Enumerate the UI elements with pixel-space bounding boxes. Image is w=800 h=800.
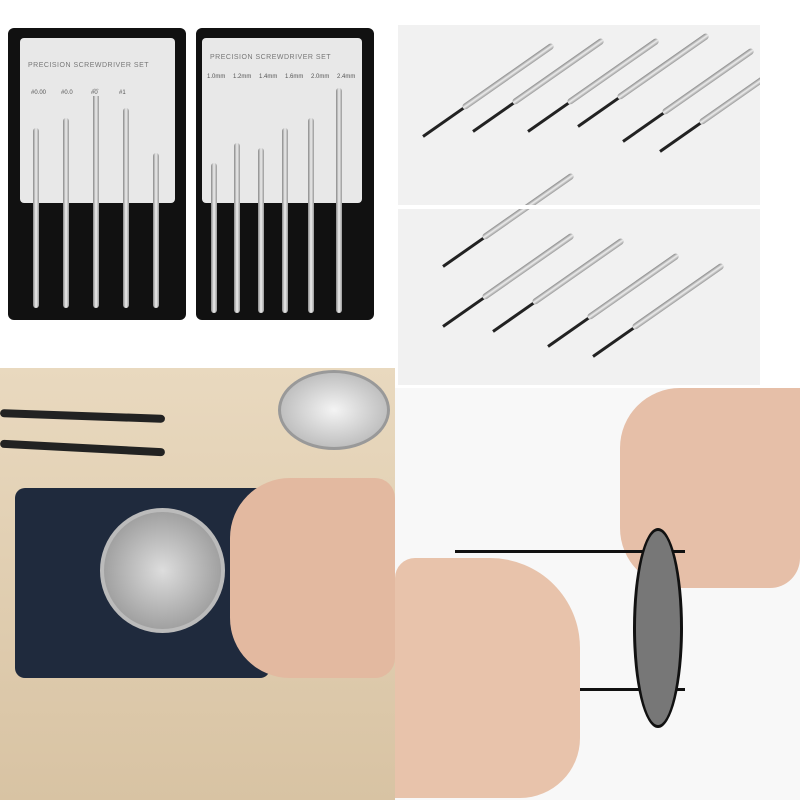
screwdriver [258,148,264,313]
screwdriver [234,143,240,313]
size-label: #1 [118,90,127,96]
size-label: #0.00 [30,90,48,96]
screwdriver-tip [592,326,635,358]
size-label: 1.6mm [284,74,305,80]
screwdriver [153,153,159,308]
screwdriver [308,118,314,313]
hand [395,558,580,798]
watch-case-back [278,370,390,450]
tweezers [0,409,166,423]
screwdriver-tip [622,111,665,143]
screwdriver [282,128,288,313]
screwdriver [63,118,69,308]
left-case: PRECISION SCREWDRIVER SET #0.00 #0.0 #0 … [8,28,186,320]
glasses-arm [575,688,685,691]
screwdriver [511,37,605,106]
screwdriver-tip [659,121,702,153]
hand [230,478,395,678]
screwdriver-tip [492,301,535,333]
screwdriver [481,232,575,301]
size-label: 1.0mm [206,74,227,80]
screwdriver-tip [422,106,465,138]
screwdriver [531,237,625,306]
screwdriver [211,163,217,313]
size-label: 2.4mm [336,74,357,80]
watch-movement [100,508,225,633]
screwdriver-tip [442,236,485,268]
size-label: #0.0 [60,90,74,96]
screwdriver [93,88,99,308]
size-label: 1.4mm [258,74,279,80]
size-label: 1.2mm [232,74,253,80]
screwdriver [566,37,660,106]
screwdriver-tip [547,316,590,348]
screwdriver [123,108,129,308]
right-card-title: PRECISION SCREWDRIVER SET [210,54,332,61]
screwdriver [586,252,680,321]
divider [398,205,760,209]
eyeglasses-repair-photo [395,388,800,800]
screwdriver-tip [472,101,515,133]
glasses-lens [633,528,683,728]
screwdriver [33,128,39,308]
watch-repair-photo [0,368,395,800]
screwdriver-tip [442,296,485,328]
size-label: #0 [90,90,99,96]
size-label: 2.0mm [310,74,331,80]
left-card-title: PRECISION SCREWDRIVER SET [28,62,150,69]
glasses-arm [455,550,685,553]
right-case: PRECISION SCREWDRIVER SET 1.0mm 1.2mm 1.… [196,28,374,320]
screwdriver-tip [527,101,570,133]
screwdriver [461,42,555,111]
screwdriver-case-photo: PRECISION SCREWDRIVER SET #0.00 #0.0 #0 … [0,0,395,340]
screwdriver-tip [577,96,620,128]
screwdriver [336,88,342,313]
tweezers [0,439,166,457]
